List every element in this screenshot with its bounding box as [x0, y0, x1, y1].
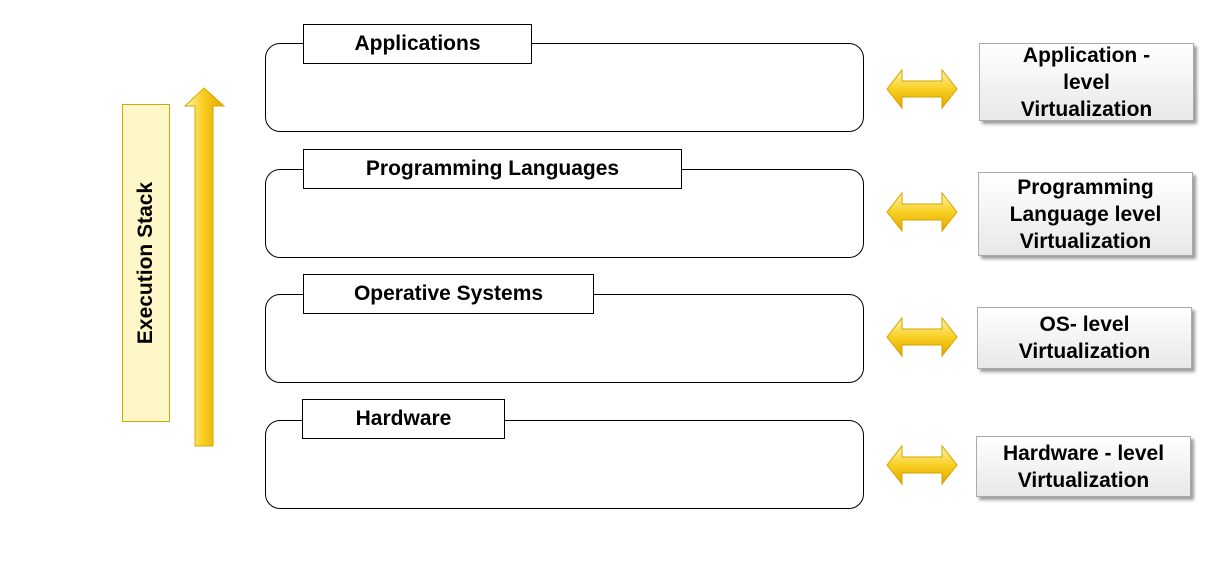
virtualization-line: Virtualization	[1019, 229, 1152, 253]
layer-tab-programming-languages: Programming Languages	[303, 149, 682, 189]
virtualization-box-programming-language: Programming Language level Virtualizatio…	[978, 172, 1193, 256]
execution-stack-label-text: Execution Stack	[134, 181, 157, 345]
virtualization-line: Application -	[1022, 43, 1151, 67]
virtualization-line: Language level	[1009, 202, 1162, 226]
double-arrow-operative-systems	[886, 316, 958, 358]
double-arrow-hardware	[886, 444, 958, 486]
virtualization-line: OS- level	[1039, 313, 1130, 336]
layer-tab-operative-systems: Operative Systems	[303, 274, 594, 314]
double-arrow-applications	[886, 68, 958, 110]
virtualization-line: Virtualization	[1017, 468, 1150, 492]
virtualization-line: Virtualization	[1020, 97, 1153, 121]
execution-stack-label: Execution Stack	[122, 104, 170, 422]
double-arrow-programming-languages	[886, 191, 958, 233]
virtualization-box-application: Application - level Virtualization	[979, 43, 1194, 121]
layer-tab-hardware: Hardware	[302, 399, 505, 439]
virtualization-line: Programming	[1017, 175, 1154, 199]
virtualization-line: level	[1063, 70, 1110, 94]
virtualization-box-os: OS- level Virtualization	[977, 307, 1192, 369]
execution-stack-up-arrow	[183, 87, 226, 447]
virtualization-line: Virtualization	[1018, 340, 1151, 363]
virtualization-box-hardware: Hardware - level Virtualization	[976, 436, 1191, 497]
layer-tab-applications: Applications	[303, 24, 532, 64]
virtualization-line: Hardware - level	[1002, 441, 1165, 465]
